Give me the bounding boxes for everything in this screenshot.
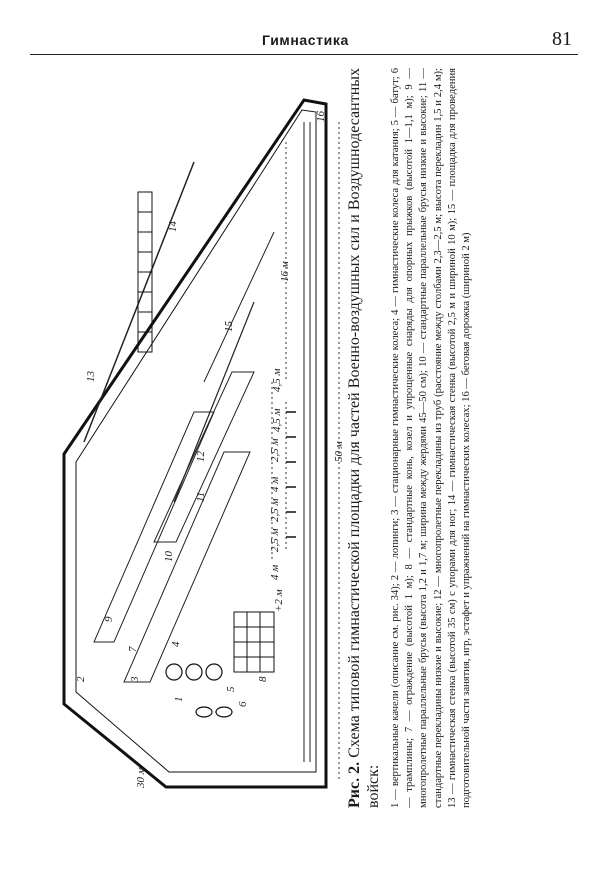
item-number-15: 15 bbox=[223, 321, 235, 333]
page-number: 81 bbox=[552, 28, 572, 50]
item-number-1: 1 bbox=[173, 697, 185, 703]
item-number-2: 2 bbox=[75, 676, 87, 682]
caption-title: Рис. 2. Схема типовой гимнастической пло… bbox=[345, 68, 383, 808]
gymnastic-wall bbox=[137, 191, 153, 353]
bar-posts bbox=[286, 411, 296, 538]
item-number-11: 11 bbox=[195, 492, 207, 502]
item-number-16: 16 bbox=[315, 111, 327, 123]
header-rule bbox=[30, 54, 578, 55]
dim-length-label: 50 м bbox=[333, 441, 345, 462]
ground-schematic: 50 м 30 м 16 м 4,5 м 4,5 м 2,5 м 4 м 2,5… bbox=[62, 98, 345, 789]
dim-span-a: 4,5 м bbox=[271, 368, 283, 392]
legend-text: 1 — вертикальные качели (описание см. ри… bbox=[390, 68, 473, 808]
item-number-4: 4 bbox=[170, 641, 182, 647]
dim-span-f: 2,5 м bbox=[269, 528, 281, 552]
item-number-13: 13 bbox=[85, 371, 97, 383]
figure-title: Схема типовой гимнастической площадки дл… bbox=[346, 67, 382, 808]
item-number-12: 12 bbox=[195, 451, 207, 463]
dim-span-e: 2,5 м bbox=[269, 498, 281, 522]
dim-span-h: +2 м bbox=[273, 589, 285, 612]
dim-span-g: 4 м bbox=[269, 565, 281, 580]
dim-span-b: 4,5 м bbox=[271, 408, 283, 432]
item-number-14: 14 bbox=[167, 221, 179, 233]
outer-fence bbox=[62, 98, 328, 789]
gymnastic-wheels bbox=[165, 663, 233, 718]
running-head: Гимнастика 81 bbox=[30, 28, 578, 58]
item-number-5: 5 bbox=[225, 686, 237, 692]
dim-span-d: 4 м bbox=[269, 477, 281, 492]
figure-caption: Рис. 2. Схема типовой гимнастической пло… bbox=[345, 68, 474, 808]
caption-legend: 1 — вертикальные качели (описание см. ри… bbox=[389, 68, 474, 808]
item-number-8: 8 bbox=[257, 676, 269, 682]
dim-width-label: 30 м bbox=[135, 767, 147, 789]
running-title: Гимнастика bbox=[262, 32, 349, 48]
dim-track-label: 16 м bbox=[279, 261, 291, 282]
running-track bbox=[303, 122, 311, 762]
dim-span-c: 2,5 м bbox=[269, 438, 281, 462]
trampoline-grid bbox=[233, 611, 275, 673]
figure-label: Рис. 2. bbox=[346, 761, 363, 808]
item-number-9: 9 bbox=[103, 616, 115, 622]
gymnastics-ground-drawing: 50 м 30 м 16 м 4,5 м 4,5 м 2,5 м 4 м 2,5… bbox=[54, 82, 354, 792]
dimension-lines bbox=[271, 122, 340, 782]
item-number-6: 6 bbox=[237, 701, 249, 707]
item-number-10: 10 bbox=[163, 551, 175, 563]
apparatus-rows bbox=[83, 161, 275, 683]
item-number-3: 3 bbox=[129, 676, 141, 683]
item-number-7: 7 bbox=[127, 646, 139, 652]
